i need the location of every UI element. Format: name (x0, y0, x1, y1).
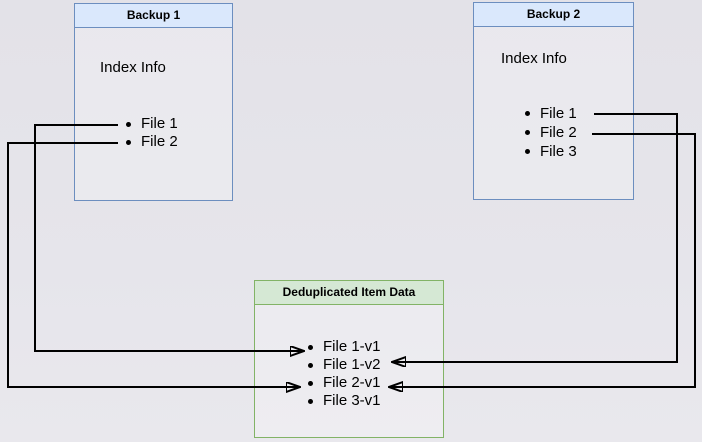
backup1-index-info-label: Index Info (100, 59, 166, 76)
backup2-file-2: File 2 (524, 123, 577, 142)
deduplicated-item-data-box: Deduplicated Item Data File 1-v1 File 1-… (254, 280, 444, 438)
dedup-title: Deduplicated Item Data (255, 281, 443, 305)
dedup-item-file3-v1: File 3-v1 (307, 392, 381, 410)
backup1-box: Backup 1 Index Info File 1 File 2 (74, 3, 233, 201)
backup1-title: Backup 1 (75, 4, 232, 28)
backup1-file-2: File 2 (125, 133, 178, 151)
dedup-item-file2-v1: File 2-v1 (307, 374, 381, 392)
backup2-file-1: File 1 (524, 104, 577, 123)
dedup-item-file1-v2: File 1-v2 (307, 356, 381, 374)
backup1-file-list: File 1 File 2 (125, 115, 178, 151)
dedup-item-file1-v1: File 1-v1 (307, 338, 381, 356)
backup2-title: Backup 2 (474, 3, 633, 27)
backup2-box: Backup 2 Index Info File 1 File 2 File 3 (473, 2, 634, 200)
backup1-file-1: File 1 (125, 115, 178, 133)
backup2-file-list: File 1 File 2 File 3 (524, 104, 577, 161)
backup2-file-3: File 3 (524, 142, 577, 161)
dedup-item-list: File 1-v1 File 1-v2 File 2-v1 File 3-v1 (307, 338, 381, 410)
backup2-index-info-label: Index Info (501, 50, 567, 67)
